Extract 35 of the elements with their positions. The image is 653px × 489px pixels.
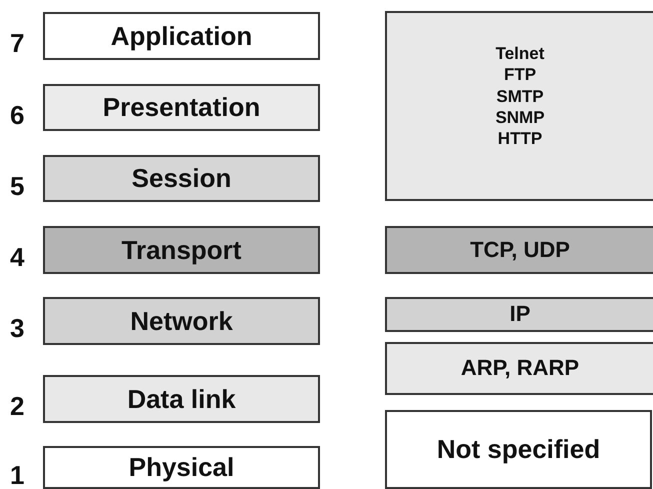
layer-number: 2 — [10, 393, 24, 419]
layer-number: 3 — [10, 315, 24, 341]
layer-label: Data link — [127, 384, 236, 414]
layer-box — [43, 446, 320, 489]
layer-label: SNMP — [495, 106, 545, 128]
layer-label: Telnet — [496, 43, 544, 64]
layer-label: Session — [132, 164, 232, 193]
layer-label: Transport — [122, 236, 242, 264]
layer-box — [43, 375, 320, 423]
layer-number: 7 — [10, 30, 24, 56]
layer-label: TCP, UDP — [470, 238, 570, 262]
layer-number: 4 — [10, 244, 24, 270]
layer-label: SMTP — [496, 86, 544, 107]
layer-label: FTP — [504, 64, 536, 86]
layer-box — [385, 11, 653, 201]
layer-box — [43, 84, 320, 131]
layer-number: 6 — [10, 102, 24, 128]
layer-box — [43, 155, 320, 202]
layer-number: 1 — [10, 462, 24, 488]
layer-box — [385, 342, 653, 395]
layer-label: Network — [130, 306, 233, 336]
layer-label: IP — [510, 302, 530, 327]
layer-label: Application — [110, 22, 252, 50]
layer-box — [385, 226, 653, 274]
layer-label: Presentation — [102, 93, 260, 122]
layer-label: Physical — [128, 453, 234, 482]
layer-label: Not specified — [436, 435, 600, 464]
layer-box — [385, 297, 653, 332]
layer-box — [43, 12, 320, 60]
layer-box — [43, 297, 320, 345]
layer-label: ARP, RARP — [460, 356, 580, 381]
layer-number: 5 — [10, 172, 24, 198]
layer-label: HTTP — [498, 128, 542, 150]
layer-box — [43, 226, 320, 274]
layer-box — [385, 410, 652, 489]
